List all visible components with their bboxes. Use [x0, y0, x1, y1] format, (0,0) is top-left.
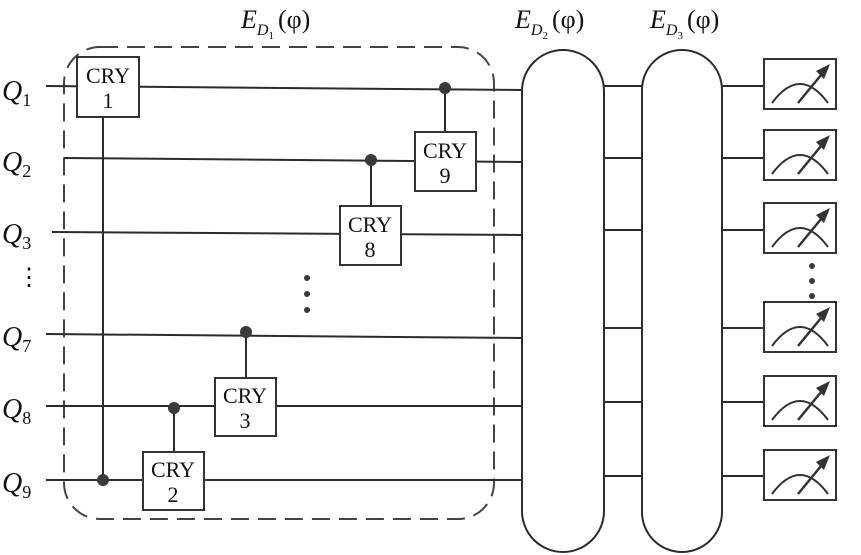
qubit-label-2: Q2: [2, 147, 31, 181]
block-label-ed3: ED3(φ): [649, 5, 719, 42]
gate-index: 2: [168, 482, 179, 507]
gate-index: 9: [440, 163, 451, 188]
meter-icon: [763, 449, 837, 501]
meter-icon: [763, 301, 837, 353]
wire-q3: [51, 231, 523, 236]
qubit-label-3: Q3: [2, 219, 31, 253]
wire-q7: [45, 333, 523, 339]
qubit-label-1: Q1: [2, 76, 31, 110]
block-label-ed1: ED1(φ): [240, 5, 310, 42]
qubit-label-8: Q8: [2, 394, 31, 428]
control-dot-2: [168, 402, 180, 414]
block-ed2: [521, 49, 605, 553]
gate-label: CRY: [423, 138, 467, 163]
ellipsis-dot: [304, 275, 310, 281]
block-ed1-boundary: [63, 46, 495, 520]
ellipsis-dot: [304, 291, 310, 297]
gate-label: CRY: [151, 457, 195, 482]
meter-ellipsis-dot: [809, 293, 815, 299]
meter-icon: [763, 129, 837, 181]
gate-label: CRY: [86, 63, 130, 88]
control-dot-3: [240, 326, 252, 338]
control-dot-8: [365, 154, 377, 166]
meter-icon: [763, 202, 837, 254]
control-dot-9: [439, 82, 451, 94]
gate-index: 8: [365, 237, 376, 262]
meter-icon: [763, 375, 837, 427]
gate-cry-3: CRY 3: [214, 377, 277, 437]
qubit-wires: [45, 85, 764, 481]
control-lines: [102, 88, 446, 480]
block-label-ed2: ED2(φ): [514, 5, 584, 42]
gate-label: CRY: [223, 383, 267, 408]
qubit-label-9: Q9: [2, 468, 31, 502]
meter-ellipsis-dot: [809, 263, 815, 269]
meter-ellipsis-dot: [809, 278, 815, 284]
qubit-ellipsis: ⋮: [17, 263, 41, 291]
block-ed3: [641, 49, 723, 553]
gate-cry-1: CRY 1: [76, 56, 140, 118]
control-dot-1: [97, 474, 109, 486]
gate-index: 3: [240, 408, 251, 433]
meter-icon: [763, 58, 837, 110]
gate-cry-8: CRY 8: [339, 205, 402, 266]
gate-cry-9: CRY 9: [414, 131, 477, 192]
ellipsis-dot: [304, 307, 310, 313]
control-dots: [97, 82, 451, 486]
gate-label: CRY: [348, 212, 392, 237]
gate-cry-2: CRY 2: [142, 451, 205, 511]
qubit-label-7: Q7: [2, 322, 31, 356]
gate-index: 1: [103, 88, 114, 113]
